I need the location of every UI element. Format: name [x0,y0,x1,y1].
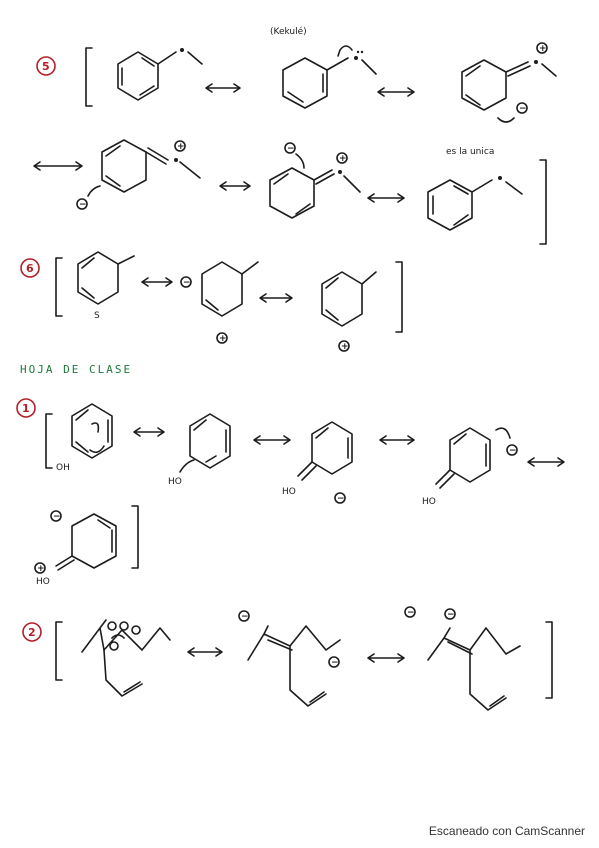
problem-6-number: 6 [20,258,40,278]
problem-5-number: 5 [36,56,56,76]
problem-1-number: 1 [16,398,36,418]
bracket-left-2 [55,621,63,681]
svg-text:−: − [337,494,345,504]
arrow-2-2 [367,653,405,663]
structure-1d: HO − [422,427,518,507]
ho-label-2: HO [168,477,182,487]
svg-text:−: − [53,512,61,522]
arrow-1-2 [253,435,291,445]
arrow-6-1 [141,277,173,287]
bracket-right-6 [395,261,403,333]
s-label: S [94,311,100,321]
ho-label-3: HO [282,487,296,497]
ho-label-4: HO [422,497,436,507]
arrow-1-4 [527,457,565,467]
svg-text:−: − [509,446,517,456]
svg-text:−: − [241,612,249,622]
bracket-right-5 [539,159,547,245]
bracket-left-5 [85,47,93,107]
arrow-5-3 [33,161,83,171]
es-la-unica-note: es la unica [446,147,494,157]
svg-text:−: − [79,200,87,210]
structure-5b: (Kekulé) [270,26,377,109]
svg-text:−: − [519,104,527,114]
svg-text:+: + [341,342,349,352]
section-title-hoja-de-clase: HOJA DE CLASE [20,363,133,376]
camscanner-footer: Escaneado con CamScanner [428,824,585,838]
structure-2a [81,619,171,697]
svg-text:−: − [287,144,295,154]
svg-text:−: − [331,658,339,668]
arrow-5-1 [205,83,241,93]
arrow-5-5 [367,193,405,203]
svg-text:1: 1 [22,402,30,415]
bracket-left-6 [55,257,63,317]
bracket-left-1 [45,413,53,469]
svg-text:+: + [177,142,185,152]
structure-5f: es la unica [427,147,523,231]
structure-5e: + − [269,142,361,219]
structure-1c: HO − [282,421,353,504]
structure-1e: − HO + [34,510,117,587]
svg-text:2: 2 [28,626,36,639]
svg-text:−: − [447,610,455,620]
arrow-5-2 [377,87,415,97]
svg-text:−: − [407,608,415,618]
kekule-label: (Kekulé) [270,26,307,37]
arrow-2-1 [187,647,223,657]
structure-6b: − + [180,261,259,344]
ho-label-5: HO [36,577,50,587]
svg-text:5: 5 [42,60,50,73]
structure-6a: S [77,251,135,321]
svg-text:+: + [219,334,227,344]
structure-1b: HO [168,413,231,487]
structure-5d: + − [76,139,201,210]
svg-text:−: − [183,278,191,288]
structure-2b: − − [238,610,341,707]
svg-text:+: + [37,564,45,574]
arrow-6-2 [259,293,293,303]
svg-text:6: 6 [26,262,34,275]
svg-text:+: + [339,154,347,164]
arrow-1-1 [133,427,165,437]
structure-6c: + [321,271,377,352]
svg-text:+: + [539,44,547,54]
bracket-right-2 [545,621,553,699]
structure-5c: + − [461,42,557,123]
oh-label-1: OH [56,463,70,473]
problem-2-number: 2 [22,622,42,642]
structure-2c: − − [404,606,521,711]
structure-5a [117,48,203,101]
bracket-right-1 [131,505,139,569]
arrow-1-3 [379,435,415,445]
structure-1a: OH [56,403,113,473]
arrow-5-4 [219,181,251,191]
